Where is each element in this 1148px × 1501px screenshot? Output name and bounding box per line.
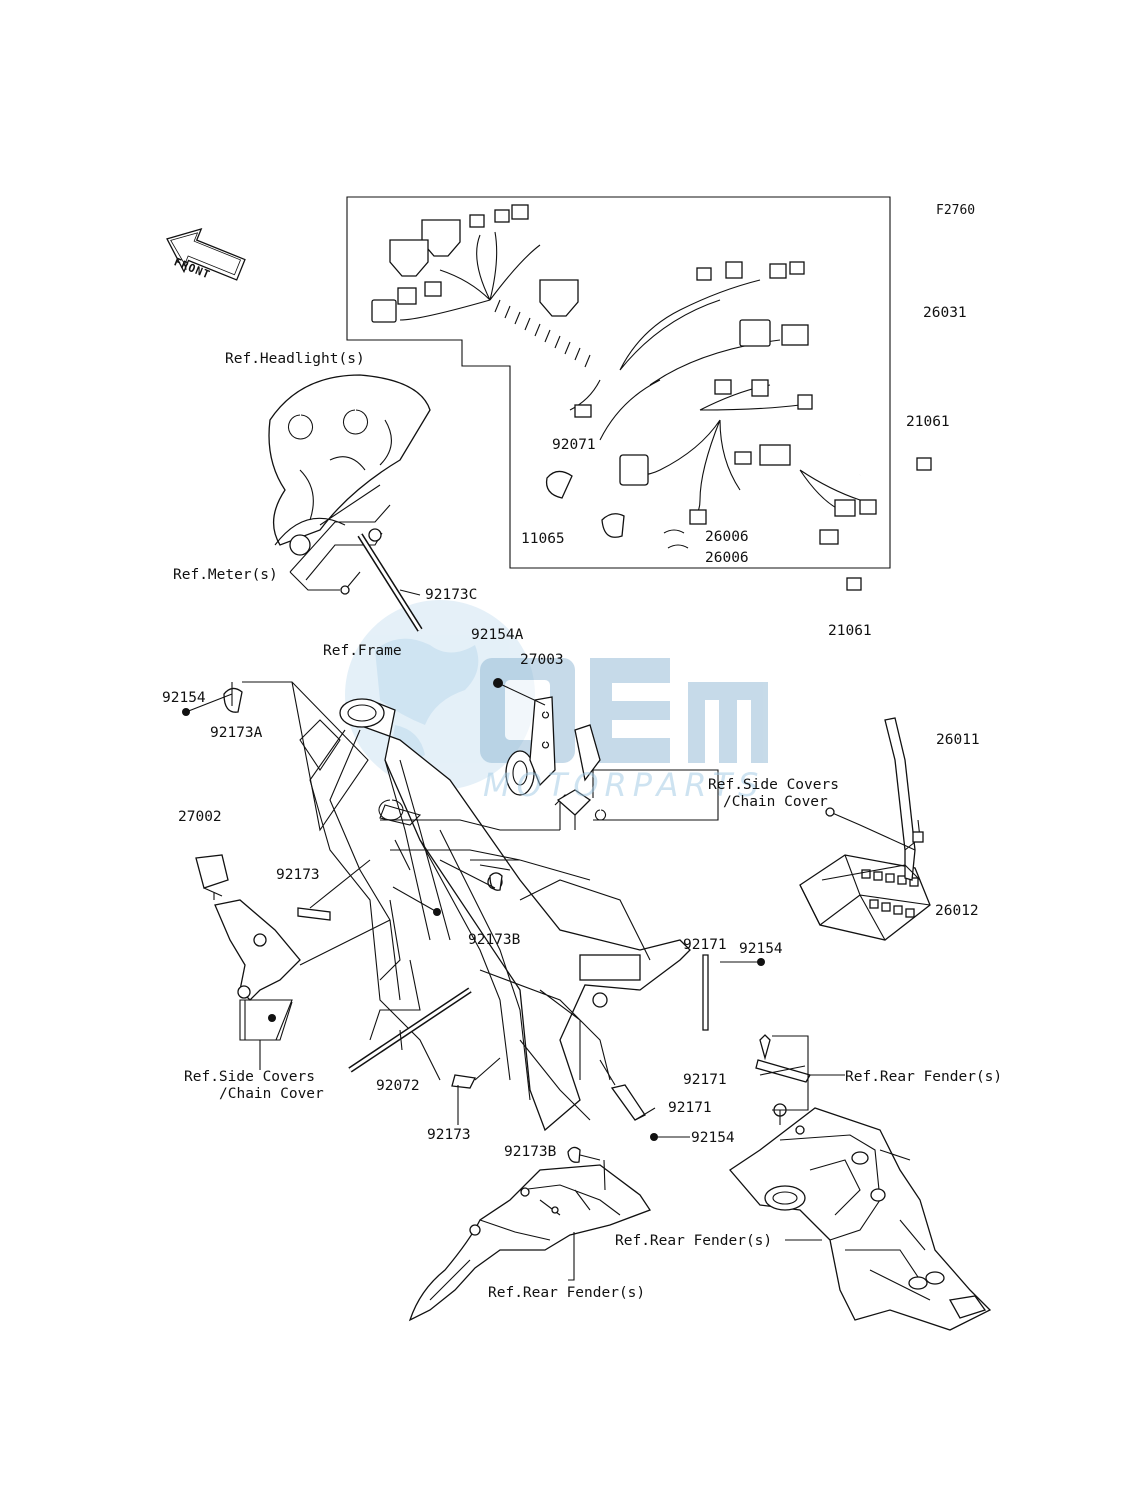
ref-rear-fender-right[interactable]: Ref.Rear Fender(s) bbox=[845, 1069, 1003, 1085]
label-27003[interactable]: 27003 bbox=[520, 652, 564, 668]
label-92173b-low[interactable]: 92173B bbox=[504, 1144, 557, 1160]
ref-chain-cover-left[interactable]: /Chain Cover bbox=[219, 1086, 324, 1102]
label-26011[interactable]: 26011 bbox=[936, 732, 980, 748]
label-92071[interactable]: 92071 bbox=[552, 437, 596, 453]
label-21061-top[interactable]: 21061 bbox=[906, 414, 950, 430]
rear-fender-center bbox=[408, 1146, 651, 1322]
watermark-text: MOTORPARTS bbox=[483, 766, 765, 804]
label-92173b-mid[interactable]: 92173B bbox=[468, 932, 521, 948]
label-92154-left[interactable]: 92154 bbox=[162, 690, 206, 706]
label-92072[interactable]: 92072 bbox=[376, 1078, 420, 1094]
label-92171-c[interactable]: 92171 bbox=[668, 1100, 712, 1116]
label-92171-a[interactable]: 92171 bbox=[683, 937, 727, 953]
label-92173-low[interactable]: 92173 bbox=[427, 1127, 471, 1143]
battery-26012 bbox=[799, 854, 931, 941]
label-11065[interactable]: 11065 bbox=[521, 531, 565, 547]
label-92173a[interactable]: 92173A bbox=[210, 725, 263, 741]
ref-rear-fender-center[interactable]: Ref.Rear Fender(s) bbox=[615, 1233, 773, 1249]
main-harness bbox=[371, 204, 932, 591]
ref-meter[interactable]: Ref.Meter(s) bbox=[173, 567, 278, 583]
front-arrow-icon bbox=[166, 227, 246, 281]
ref-rear-fender-bottom[interactable]: Ref.Rear Fender(s) bbox=[488, 1285, 646, 1301]
lead-26011-part bbox=[884, 717, 916, 881]
ref-frame[interactable]: Ref.Frame bbox=[323, 643, 402, 659]
leader-side-cover-left bbox=[244, 1000, 293, 1070]
figure-code: F2760 bbox=[936, 203, 976, 218]
leader-meter bbox=[289, 504, 391, 591]
ref-side-covers-right[interactable]: Ref.Side Covers bbox=[708, 777, 839, 793]
rear-fender-right bbox=[729, 1107, 992, 1331]
label-27002[interactable]: 27002 bbox=[178, 809, 222, 825]
ref-chain-cover-right[interactable]: /Chain Cover bbox=[723, 794, 828, 810]
ref-side-covers-left[interactable]: Ref.Side Covers bbox=[184, 1069, 315, 1085]
main-frame bbox=[299, 698, 691, 1132]
ref-headlight[interactable]: Ref.Headlight(s) bbox=[225, 351, 365, 367]
relay-27002 bbox=[195, 854, 391, 1041]
horn-27003 bbox=[505, 696, 601, 796]
label-92173-mid[interactable]: 92173 bbox=[276, 867, 320, 883]
label-21061-bottom[interactable]: 21061 bbox=[828, 623, 872, 639]
harness-frame bbox=[346, 196, 891, 569]
headlight-bracket bbox=[268, 374, 431, 556]
label-26006-b[interactable]: 26006 bbox=[705, 550, 749, 566]
label-92173c[interactable]: 92173C bbox=[425, 587, 478, 603]
label-26031[interactable]: 26031 bbox=[923, 305, 967, 321]
label-92154-right[interactable]: 92154 bbox=[739, 941, 783, 957]
label-92154a[interactable]: 92154A bbox=[471, 627, 524, 643]
watermark-oem-icon bbox=[480, 658, 768, 763]
label-26006-a[interactable]: 26006 bbox=[705, 529, 749, 545]
label-92154-low[interactable]: 92154 bbox=[691, 1130, 735, 1146]
label-26012[interactable]: 26012 bbox=[935, 903, 979, 919]
label-92171-b[interactable]: 92171 bbox=[683, 1072, 727, 1088]
